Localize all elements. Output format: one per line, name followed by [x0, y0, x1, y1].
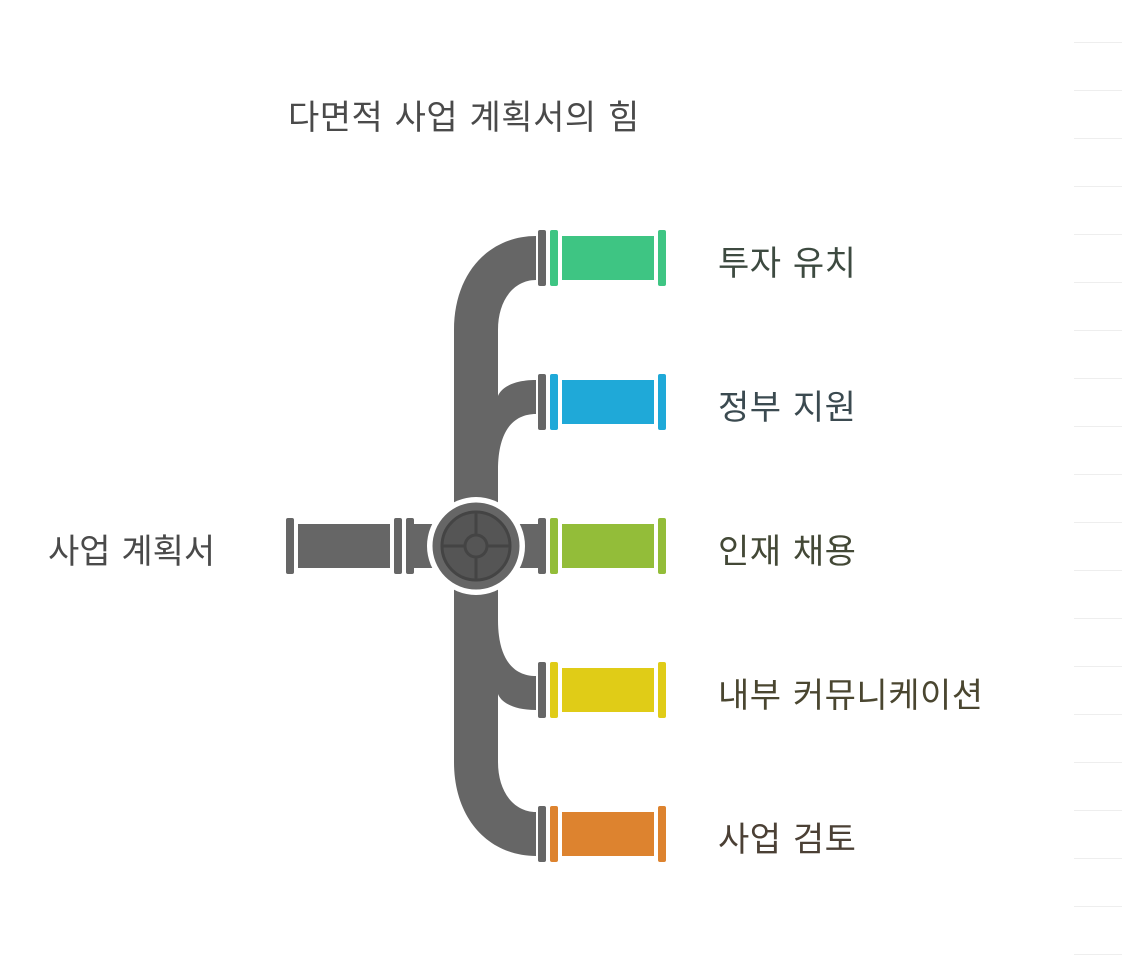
branch-pipe-1: [562, 380, 654, 424]
edge-rule: [1074, 810, 1122, 811]
branch-flange-inner-3: [550, 662, 558, 718]
branch-pipe-3: [562, 668, 654, 712]
branch-flange-outer-2: [658, 518, 666, 574]
edge-rule: [1074, 282, 1122, 283]
edge-rule: [1074, 42, 1122, 43]
edge-rule: [1074, 666, 1122, 667]
branch-label-1: 정부 지원: [718, 388, 857, 428]
branch-label-0: 투자 유치: [718, 244, 857, 284]
edge-rule: [1074, 618, 1122, 619]
source-label: 사업 계획서: [48, 532, 216, 572]
edge-rule: [1074, 714, 1122, 715]
branch-label-2: 인재 채용: [718, 532, 857, 572]
branch-pipe-4: [562, 812, 654, 856]
branch-flange-grey-2: [538, 518, 546, 574]
branch-label-4: 사업 검토: [718, 820, 857, 860]
edge-rule: [1074, 186, 1122, 187]
edge-rule: [1074, 138, 1122, 139]
source-flange-left: [286, 518, 294, 574]
pipe-top-curve: [454, 236, 536, 520]
edge-rule: [1074, 954, 1122, 955]
edge-rule: [1074, 474, 1122, 475]
edge-rule: [1074, 522, 1122, 523]
pipe-bottom-curve: [454, 572, 536, 856]
branch-flange-grey-0: [538, 230, 546, 286]
edge-rule: [1074, 330, 1122, 331]
source-flange-right-1: [394, 518, 402, 574]
branch-flange-outer-4: [658, 806, 666, 862]
branch-flange-grey-4: [538, 806, 546, 862]
diagram-title: 다면적 사업 계획서의 힘: [288, 98, 640, 138]
branch-flange-outer-1: [658, 374, 666, 430]
branch-flange-inner-2: [550, 518, 558, 574]
edge-rule: [1074, 858, 1122, 859]
branch-flange-inner-1: [550, 374, 558, 430]
branch-pipe-0: [562, 236, 654, 280]
pipe-branch-connector-1: [498, 380, 536, 470]
branch-flange-grey-3: [538, 662, 546, 718]
source-pipe-body: [298, 524, 390, 568]
edge-rule: [1074, 762, 1122, 763]
branch-flange-outer-3: [658, 662, 666, 718]
edge-rule: [1074, 378, 1122, 379]
right-edge-rules: [1074, 0, 1122, 976]
pipe-branch-connector-3: [498, 620, 536, 710]
valve-icon: [427, 497, 525, 595]
branch-flange-grey-1: [538, 374, 546, 430]
edge-rule: [1074, 570, 1122, 571]
branch-outputs: [538, 230, 666, 862]
branch-flange-inner-4: [550, 806, 558, 862]
edge-rule: [1074, 234, 1122, 235]
edge-rule: [1074, 906, 1122, 907]
branch-label-3: 내부 커뮤니케이션: [718, 676, 984, 716]
edge-rule: [1074, 90, 1122, 91]
source-flange-right-2: [406, 518, 414, 574]
branch-flange-inner-0: [550, 230, 558, 286]
edge-rule: [1074, 426, 1122, 427]
branch-pipe-2: [562, 524, 654, 568]
branch-flange-outer-0: [658, 230, 666, 286]
